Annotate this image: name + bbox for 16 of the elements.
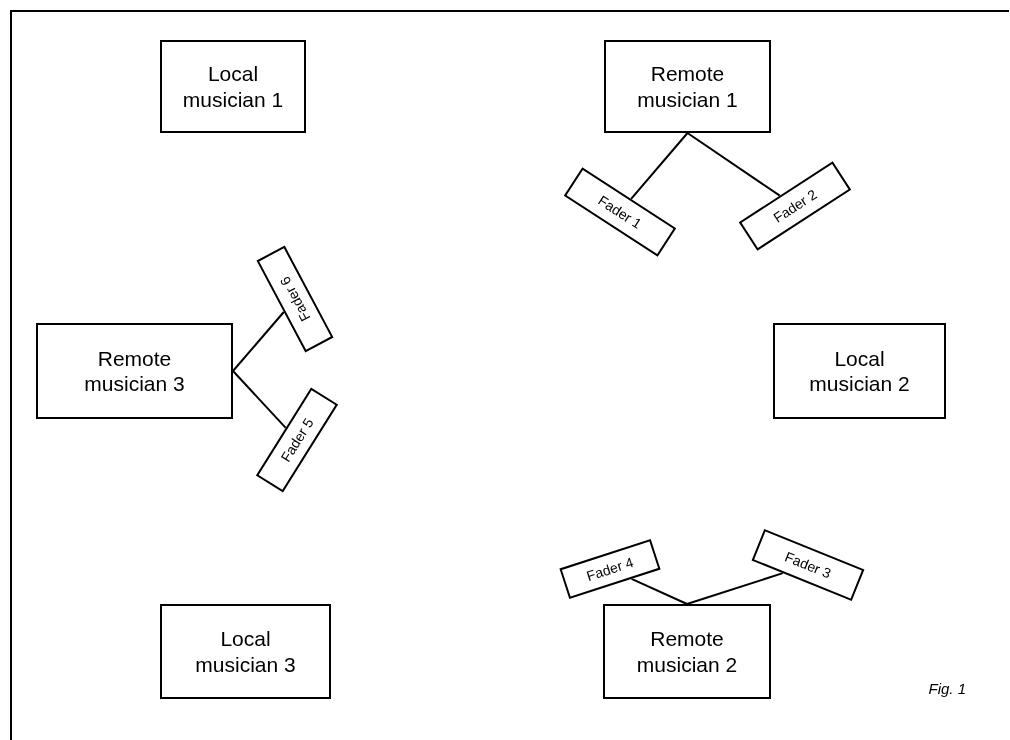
fader-label-box: Fader 4 bbox=[559, 538, 661, 600]
musician-box: Remote musician 3 bbox=[36, 323, 233, 419]
fader-label-box: Fader 3 bbox=[751, 529, 865, 601]
musician-box: Local musician 3 bbox=[160, 604, 331, 699]
musician-box: Local musician 1 bbox=[160, 40, 306, 133]
figure-caption: Fig. 1 bbox=[928, 680, 966, 697]
connector-line bbox=[232, 370, 287, 429]
connector-line bbox=[232, 311, 285, 372]
connector-line bbox=[630, 132, 689, 200]
connector-line bbox=[630, 577, 688, 605]
fader-label-box: Fader 6 bbox=[256, 245, 334, 353]
musician-box: Remote musician 1 bbox=[604, 40, 771, 133]
musician-box: Local musician 2 bbox=[773, 323, 946, 419]
connector-line bbox=[686, 572, 784, 605]
connector-line bbox=[686, 132, 781, 197]
musician-box: Remote musician 2 bbox=[603, 604, 771, 699]
